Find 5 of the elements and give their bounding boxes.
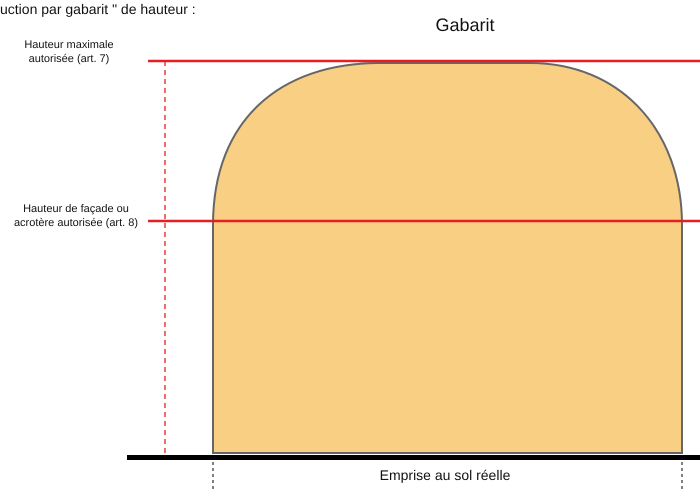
height-label: Hauteur de façade ou acrotère autorisée (art. 8) <box>12 202 140 231</box>
height-label: Hauteur maximale autorisée (art. 7) <box>23 38 115 67</box>
heading: uction par gabarit " de hauteur : <box>0 0 196 18</box>
diagram-label: Gabarit <box>434 14 496 37</box>
footprint-label: Emprise au sol réelle <box>378 466 512 484</box>
